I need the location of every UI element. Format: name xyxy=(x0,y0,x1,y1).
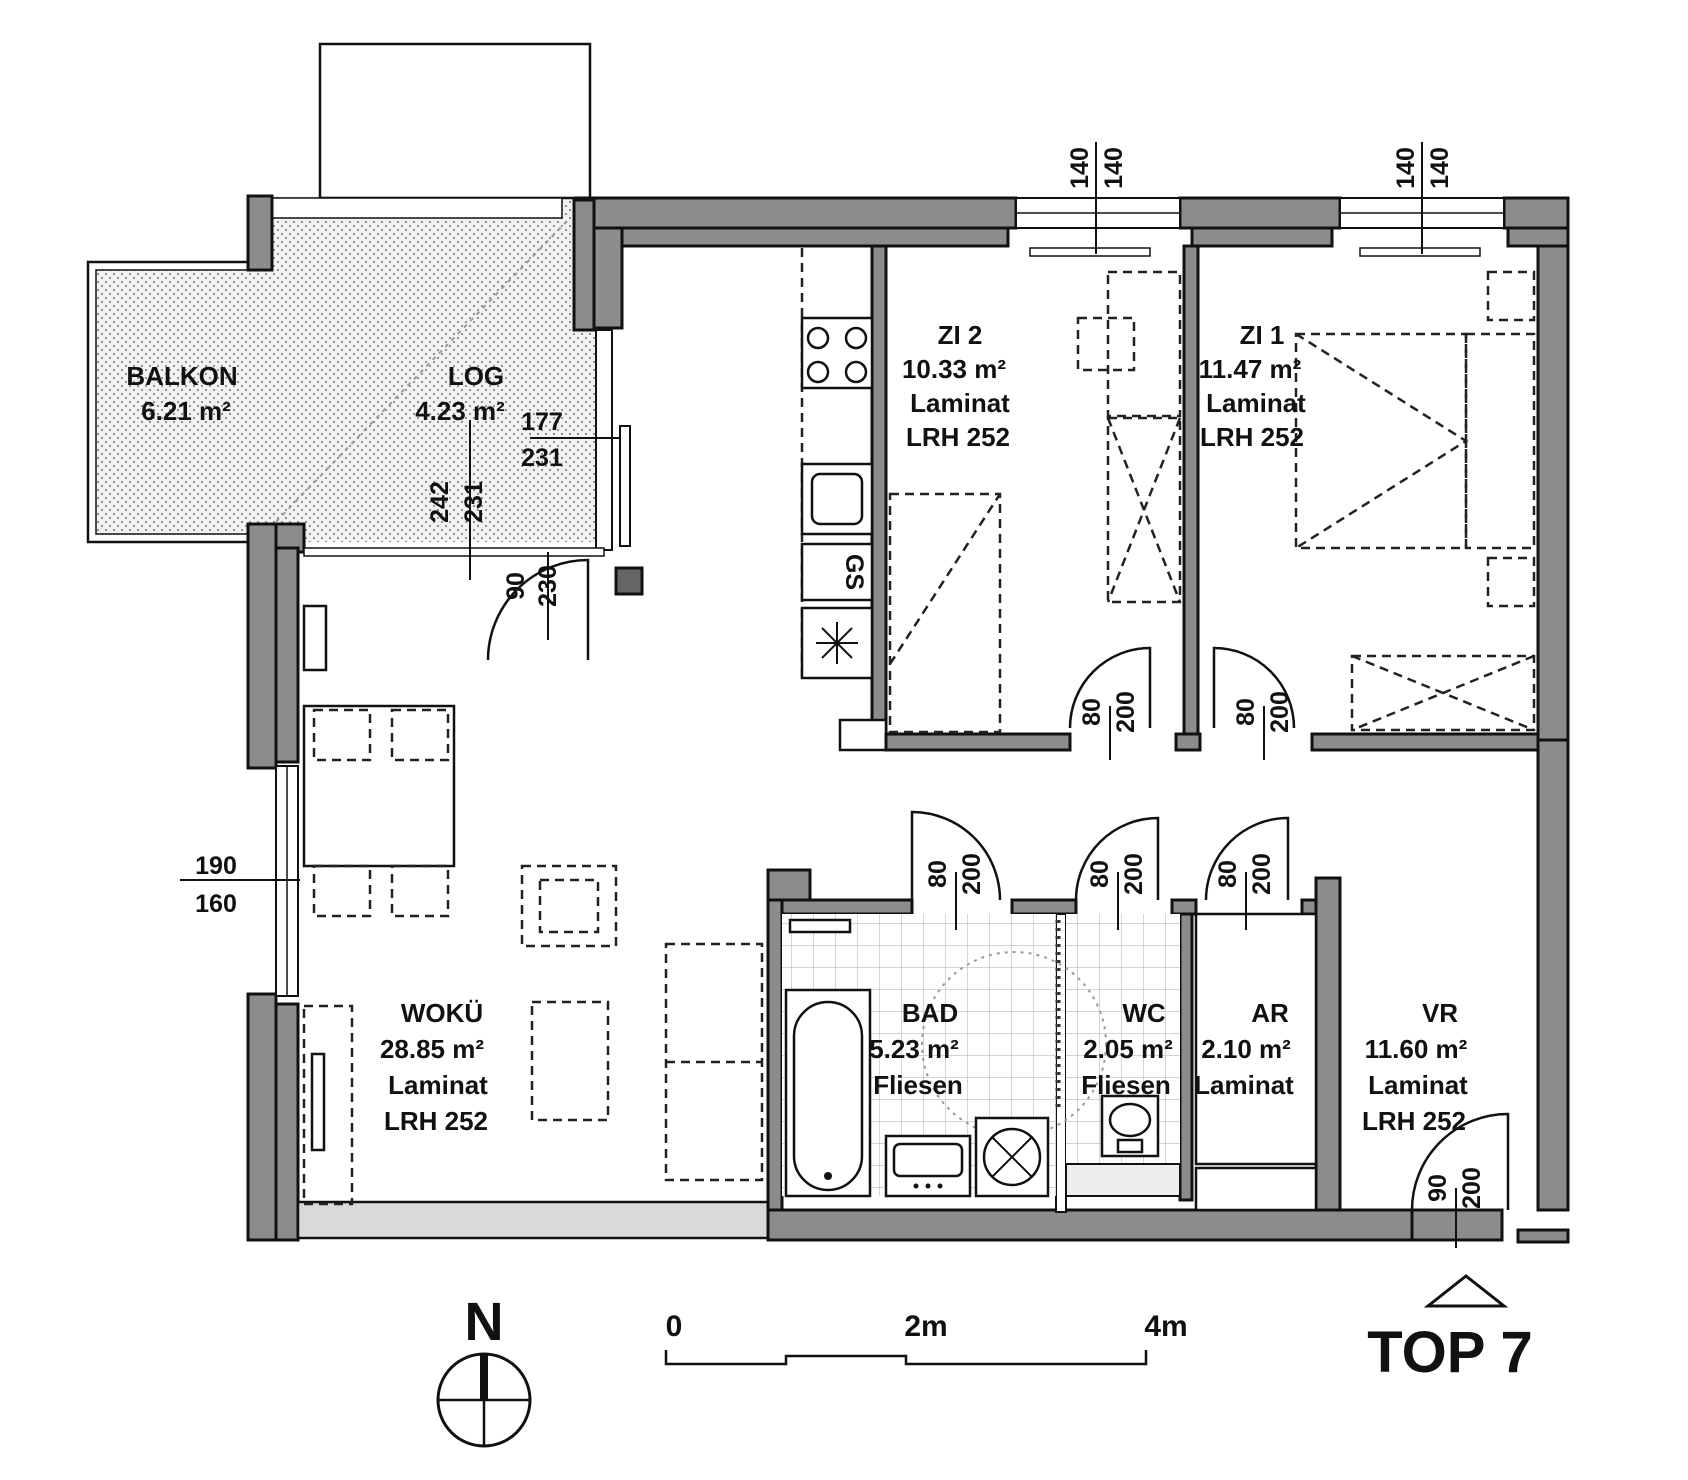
room-ar-floor: Laminat xyxy=(1194,1070,1294,1100)
dim-zi1-door-a: 80 xyxy=(1232,698,1260,726)
door-log xyxy=(486,558,590,661)
dim-door-log-230: 230 xyxy=(534,565,562,607)
dim-zi2-door-b: 200 xyxy=(1112,691,1140,733)
compass-label: N xyxy=(465,1292,504,1352)
room-labels: BALKON 6.21 m² LOG 4.23 m² ZI 2 10.33 m²… xyxy=(126,320,1468,1136)
dim-bad-door-b: 200 xyxy=(958,853,986,895)
dimension-lines xyxy=(180,142,1457,1248)
room-zi1-area: 11.47 m² xyxy=(1199,354,1302,384)
north-compass: N xyxy=(436,1292,532,1448)
room-balkon-name: BALKON xyxy=(126,361,237,391)
room-vr-lrh: LRH 252 xyxy=(1362,1106,1466,1136)
scale-bar: 0 2m 4m xyxy=(664,1310,1188,1366)
bedroom1-furniture xyxy=(1294,270,1536,732)
dim-zi2-door-a: 80 xyxy=(1078,698,1106,726)
doors xyxy=(486,558,1510,1211)
room-vr-floor: Laminat xyxy=(1368,1070,1468,1100)
room-zi1-floor: Laminat xyxy=(1206,388,1306,418)
room-zi2-floor: Laminat xyxy=(910,388,1010,418)
scale-label-2m: 2m xyxy=(904,1310,947,1343)
scale-label-0: 0 xyxy=(666,1310,683,1343)
dim-wc-door-b: 200 xyxy=(1120,853,1148,895)
room-bad-area: 5.23 m² xyxy=(869,1034,959,1064)
bathtub xyxy=(784,988,872,1198)
bedroom2-furniture xyxy=(888,270,1182,734)
dim-zi2-window-a: 140 xyxy=(1066,147,1094,189)
storage-room xyxy=(1194,912,1318,1166)
dim-log-177: 177 xyxy=(521,408,563,436)
door-wc xyxy=(1074,816,1160,901)
windows xyxy=(275,197,1505,997)
room-wc-floor: Fliesen xyxy=(1081,1070,1171,1100)
room-woku-area: 28.85 m² xyxy=(380,1034,484,1064)
dim-window-190: 190 xyxy=(195,852,237,880)
dim-vr-door-a: 90 xyxy=(1424,1174,1452,1202)
unit-label: TOP 7 xyxy=(1367,1274,1533,1385)
dishwasher-label: GS xyxy=(840,554,868,590)
dim-zi2-window-b: 140 xyxy=(1100,147,1128,189)
room-zi1-name: ZI 1 xyxy=(1240,320,1285,350)
room-woku-lrh: LRH 252 xyxy=(384,1106,488,1136)
shaft xyxy=(614,566,644,596)
room-wc-name: WC xyxy=(1122,998,1166,1028)
room-zi2-area: 10.33 m² xyxy=(902,354,1006,384)
room-log-name: LOG xyxy=(448,361,504,391)
dim-zi1-window-b: 140 xyxy=(1426,147,1454,189)
room-woku-floor: Laminat xyxy=(388,1070,488,1100)
dim-ar-door-b: 200 xyxy=(1248,853,1276,895)
kitchen xyxy=(614,248,874,680)
room-zi2-name: ZI 2 xyxy=(938,320,983,350)
bathroom-fixtures xyxy=(782,914,1181,1198)
dim-window-160: 160 xyxy=(195,890,237,918)
door-vr xyxy=(1410,1112,1510,1211)
dimension-labels: 177 231 242 231 90 230 190 160 140 140 1… xyxy=(195,147,1486,1209)
bed-zi2 xyxy=(888,492,1002,734)
dim-door-log-90: 90 xyxy=(502,572,530,600)
wardrobe-zi1 xyxy=(1350,654,1536,732)
dim-log-v-231: 231 xyxy=(460,481,488,523)
dim-bad-door-a: 80 xyxy=(924,860,952,888)
room-balkon-area: 6.21 m² xyxy=(141,396,231,426)
room-log-area: 4.23 m² xyxy=(415,396,505,426)
balcony-canopy-outline xyxy=(318,42,592,200)
unit-title: TOP 7 xyxy=(1367,1320,1533,1385)
room-bad-floor: Fliesen xyxy=(873,1070,963,1100)
dim-ar-door-a: 80 xyxy=(1214,860,1242,888)
dim-zi1-door-b: 200 xyxy=(1266,691,1294,733)
dishwasher xyxy=(800,542,874,602)
sideboard xyxy=(302,1004,354,1206)
door-ar xyxy=(1204,816,1290,901)
dining-table xyxy=(302,704,456,868)
balcony-area xyxy=(86,42,596,544)
room-bad-name: BAD xyxy=(902,998,958,1028)
room-woku-name: WOKÜ xyxy=(401,998,483,1028)
dim-wc-door-a: 80 xyxy=(1086,860,1114,888)
dim-zi1-window-a: 140 xyxy=(1392,147,1420,189)
room-vr-name: VR xyxy=(1422,998,1458,1028)
wardrobe-zi2 xyxy=(1106,416,1182,604)
bed-zi1 xyxy=(1294,332,1468,550)
room-vr-area: 11.60 m² xyxy=(1365,1034,1468,1064)
room-ar-area: 2.10 m² xyxy=(1201,1034,1291,1064)
dim-log-231: 231 xyxy=(521,444,563,472)
dim-log-v-242: 242 xyxy=(426,481,454,523)
room-zi1-lrh: LRH 252 xyxy=(1200,422,1304,452)
north-arrow-icon xyxy=(480,1354,488,1400)
desk-zi2 xyxy=(1106,270,1182,418)
room-ar-name: AR xyxy=(1251,998,1289,1028)
room-wc-area: 2.05 m² xyxy=(1083,1034,1173,1064)
room-zi2-lrh: LRH 252 xyxy=(906,422,1010,452)
door-zi1 xyxy=(1212,646,1296,729)
dim-vr-door-b: 200 xyxy=(1458,1167,1486,1209)
scale-label-4m: 4m xyxy=(1144,1310,1187,1343)
entrance-triangle-icon xyxy=(1423,1274,1509,1308)
door-bad xyxy=(910,810,1002,901)
door-zi2 xyxy=(1068,646,1152,729)
living-furniture xyxy=(302,604,764,1206)
